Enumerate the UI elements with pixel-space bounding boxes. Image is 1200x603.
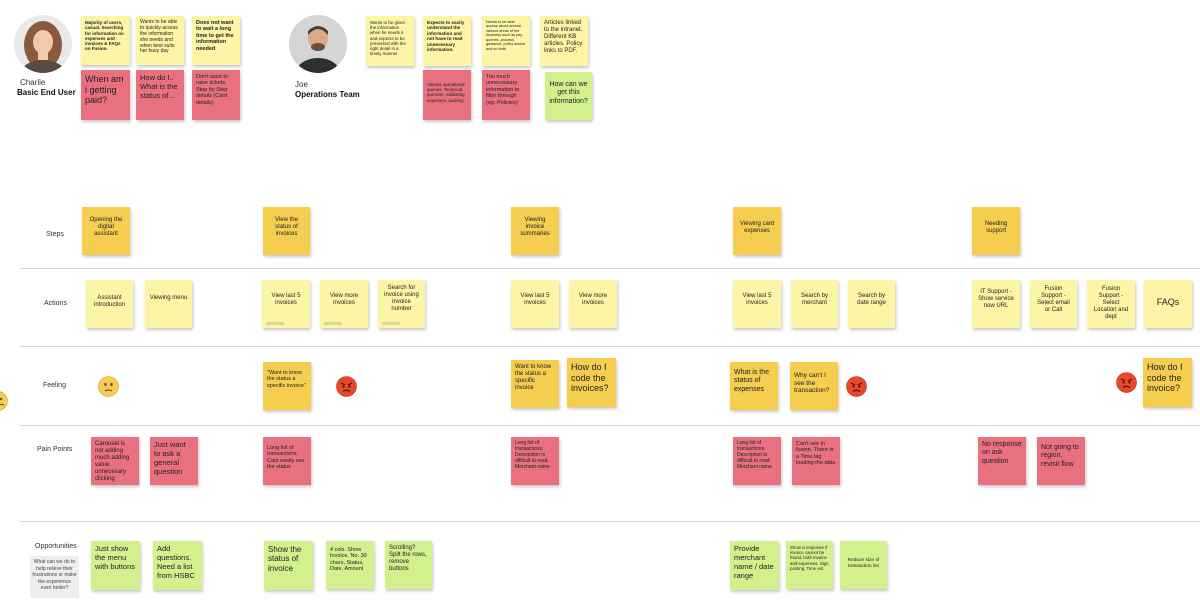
action-marker [324, 322, 342, 325]
pain-note: Long list of transactions. Description i… [733, 437, 781, 485]
row-label-steps: Steps [46, 231, 64, 238]
charlie-role: Basic End User [17, 88, 76, 97]
charlie-avatar [14, 15, 72, 73]
action-note: View last 5 invoices [733, 280, 781, 328]
angry-face-icon [336, 376, 357, 397]
opportunity-note: Show the status of invoice [264, 541, 313, 590]
opportunity-note: Provide merchant name / date range [730, 541, 779, 590]
action-note: Search by date range [848, 280, 895, 328]
action-note: View last 5 invoices [262, 280, 310, 328]
action-note: View last 5 invoices [511, 280, 559, 328]
pain-note: Carousel is not adding much adding value… [91, 437, 139, 485]
feeling-note: What is the status of expenses [730, 362, 778, 410]
opportunity-note: Reduce size of transaction list [840, 541, 887, 589]
pain-note: Long list of transactions. Cant easily s… [263, 437, 311, 485]
pain-note: Not going to region, revisit flow [1037, 437, 1085, 485]
feeling-note: How do I code the invoice? [1143, 358, 1192, 407]
opportunity-note: Add questions. Need a list from HSBC [153, 541, 202, 590]
action-note: Search by merchant [791, 280, 838, 328]
opportunity-note: Just show the menu with buttons [91, 541, 140, 590]
step-note: Viewing card expenses [733, 207, 781, 255]
feeling-note: Want to know the status a specific invoi… [511, 360, 559, 408]
charlie-name: Charlie [20, 78, 46, 87]
opportunity-note: Show a response if invoice cannot be fou… [786, 541, 833, 589]
persona-note: Expects to easily understand the informa… [423, 16, 471, 66]
action-marker [382, 322, 400, 325]
pain-note: Long list of transactions. Description i… [511, 437, 559, 485]
persona-note: Majority of users, casual. Searching for… [81, 16, 130, 65]
action-marker [266, 322, 284, 325]
opportunities-description: What can we do to help relieve their fru… [30, 556, 79, 598]
action-note: Fusion Support - Select Location and dep… [1087, 280, 1135, 328]
opportunity-note: 4 cols. Show Invoice. No. 30 chars, Stat… [326, 541, 374, 589]
row-label-actions: Actions [44, 300, 67, 307]
persona-note: Too much unnecessary information to filt… [482, 70, 530, 120]
action-note: View more invoices [569, 280, 617, 328]
persona-note: Wants to be able to quickly access the i… [136, 16, 184, 65]
row-label-opportunities: Opportunities [35, 543, 77, 550]
action-note: FAQs [1144, 280, 1192, 328]
angry-face-icon [846, 376, 867, 397]
step-note: Opening the digital assistant [82, 207, 130, 255]
feeling-note: "Want to know the status a specific invo… [263, 362, 311, 410]
feeling-note: How do I code the invoices? [567, 358, 616, 407]
persona-note: How do I.. What is the status of... [136, 70, 184, 120]
action-note: View more invoices [320, 280, 368, 328]
action-note: IT Support - Show service now URL [972, 280, 1020, 328]
feeling-note: Why can't I see the transaction? [790, 362, 838, 410]
persona-note: Articles linked to the intranet. Differe… [540, 16, 588, 66]
step-note: Needing support [972, 207, 1020, 255]
pain-note: Just want to ask a general question [150, 437, 198, 485]
joe-role: Operations Team [295, 90, 360, 99]
persona-note: Does not want to wait a long time to get… [192, 16, 240, 65]
persona-note: Various operational queries. Technical q… [423, 70, 471, 120]
step-note: View the status of invoices [263, 207, 310, 255]
row-divider [20, 346, 1200, 347]
confused-face-icon [98, 376, 119, 397]
pain-note: No response on ask question [978, 437, 1026, 485]
action-note: Fusion Support - Select email or Call [1030, 280, 1077, 328]
action-note: Viewing menu [145, 280, 192, 328]
angry-face-icon [1116, 372, 1137, 393]
action-note: Search for invoice using invoice number [378, 280, 425, 328]
persona-note: Wants to be given the information when h… [366, 16, 414, 66]
row-divider [20, 521, 1200, 522]
neutral-face-icon [0, 391, 8, 411]
persona-note: How can we get this information? [545, 72, 592, 120]
action-note: Assistant introduction [86, 280, 133, 328]
joe-name: Joe [295, 80, 308, 89]
row-divider [20, 425, 1200, 426]
joe-avatar [289, 15, 347, 73]
persona-note: Don't want to raise tickets. Step by Ste… [192, 70, 240, 120]
opportunity-note: Scrolling? Spilt the rows, remove button… [385, 541, 432, 589]
row-label-pain-points: Pain Points [37, 446, 73, 453]
row-divider [20, 268, 1200, 269]
persona-note: When am i getting paid? [81, 70, 130, 120]
step-note: Viewing invoice summaries [511, 207, 559, 255]
row-label-feeling: Feeling [43, 382, 66, 389]
pain-note: Can't see in fusion. There is a Time lag… [792, 437, 840, 485]
persona-note: Needs to be able access about annual var… [482, 16, 530, 66]
